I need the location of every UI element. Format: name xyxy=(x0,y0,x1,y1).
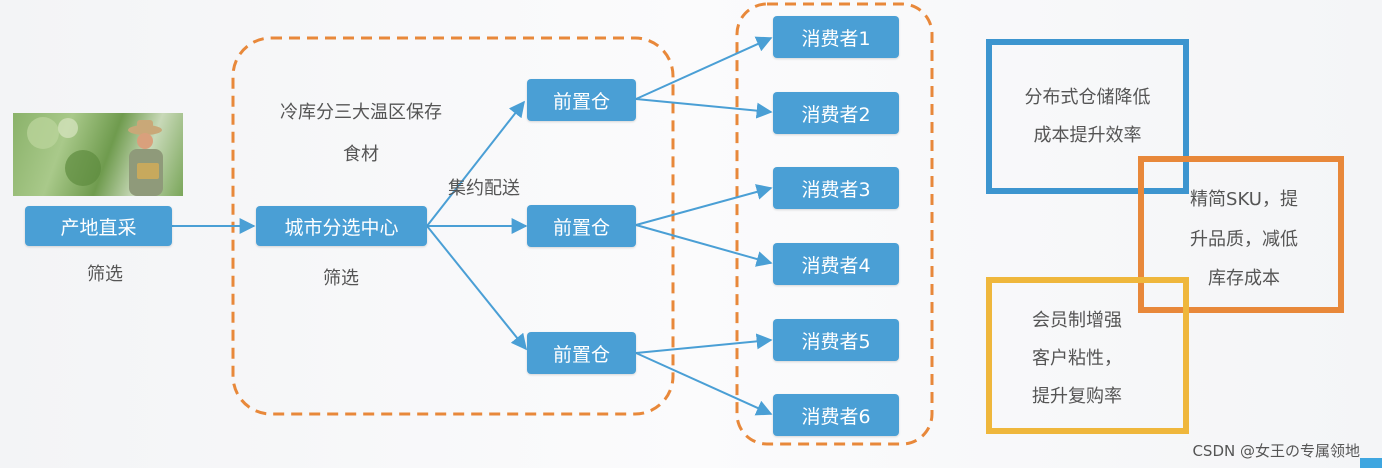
arrow-city-to-fw1 xyxy=(426,100,525,227)
farmer-illustration xyxy=(27,117,163,196)
note-orange-line3: 库存成本 xyxy=(1208,268,1280,289)
consumer-group-dashed-border xyxy=(735,2,934,446)
node-consumer-3: 消费者3 xyxy=(773,167,899,209)
note-yellow-line1: 会员制增强 xyxy=(1032,310,1122,331)
arrow-fw2-to-c3 xyxy=(635,184,773,226)
node-front-warehouse-3: 前置仓 xyxy=(527,332,636,374)
label-cold-storage-line2: 食材 xyxy=(343,144,379,165)
corner-accent xyxy=(1360,458,1382,468)
node-consumer-6: 消费者6 xyxy=(773,394,899,436)
farmer-photo xyxy=(13,113,183,196)
note-blue-line2: 成本提升效率 xyxy=(1033,125,1142,146)
note-blue-line1: 分布式仓储降低 xyxy=(1024,87,1151,108)
arrow-fw1-to-c1 xyxy=(635,36,773,100)
note-orange-line2: 升品质，减低 xyxy=(1190,229,1298,250)
note-box-orange xyxy=(1138,156,1344,313)
label-origin-filter: 筛选 xyxy=(87,264,123,285)
note-box-blue xyxy=(986,39,1189,194)
node-front-warehouse-2: 前置仓 xyxy=(527,205,636,247)
label-cold-storage-line1: 冷库分三大温区保存 xyxy=(280,102,442,123)
arrow-fw1-to-c2 xyxy=(635,98,773,119)
arrow-fw3-to-c6 xyxy=(635,352,773,416)
watermark: CSDN @女王の专属领地 xyxy=(1192,442,1360,460)
note-orange-line1: 精简SKU，提 xyxy=(1190,189,1298,210)
arrow-city-to-fw3 xyxy=(426,225,528,351)
label-consolidated-delivery: 集约配送 xyxy=(448,178,520,199)
arrow-fw2-to-c4 xyxy=(635,224,773,267)
node-origin-direct-purchase: 产地直采 xyxy=(25,206,172,246)
node-consumer-5: 消费者5 xyxy=(773,319,899,361)
label-city-filter: 筛选 xyxy=(323,268,359,289)
node-consumer-1: 消费者1 xyxy=(773,16,899,58)
node-front-warehouse-1: 前置仓 xyxy=(527,79,636,121)
node-city-sorting-center: 城市分选中心 xyxy=(256,206,427,246)
note-yellow-line3: 提升复购率 xyxy=(1032,386,1122,407)
arrow-fw3-to-c5 xyxy=(635,333,773,354)
note-yellow-line2: 客户粘性， xyxy=(1032,348,1122,369)
note-box-yellow xyxy=(986,277,1189,434)
node-consumer-4: 消费者4 xyxy=(773,243,899,285)
node-consumer-2: 消费者2 xyxy=(773,92,899,134)
